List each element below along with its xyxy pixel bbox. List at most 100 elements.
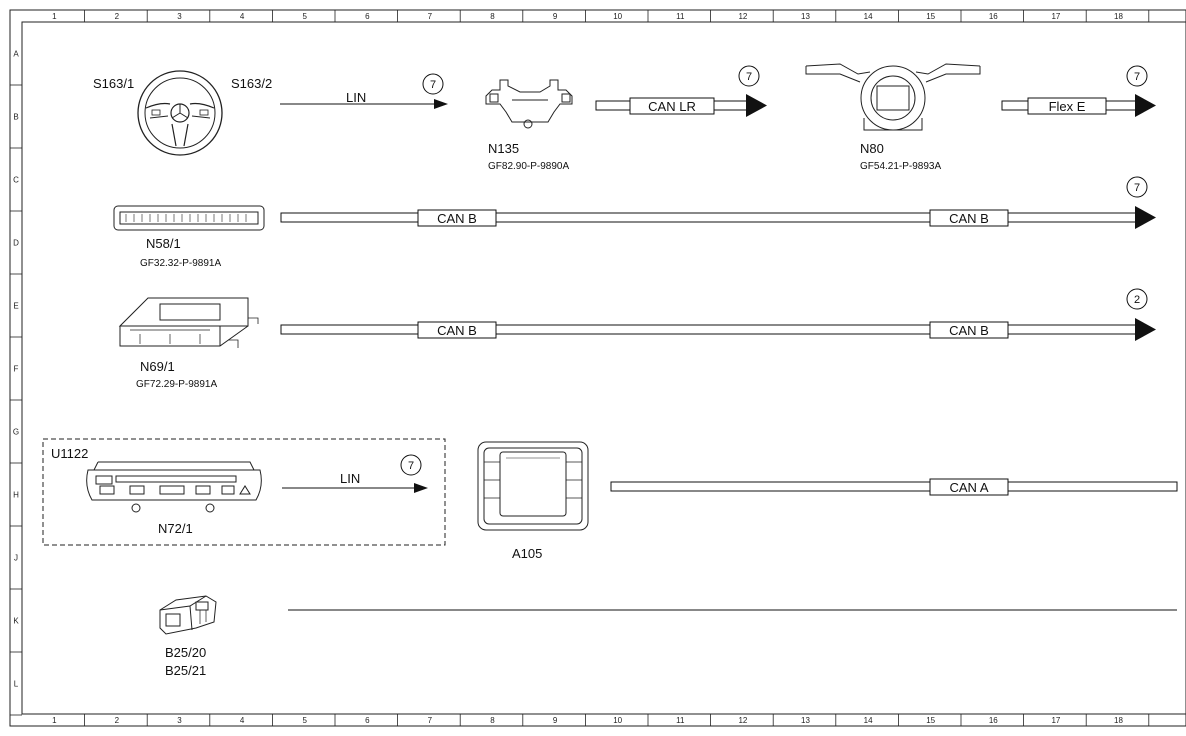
lin-arrowhead-top [434, 99, 448, 109]
s163-2-label: S163/2 [231, 76, 272, 91]
can-b-label-1a: CAN B [437, 211, 477, 226]
can-b-label-2b: CAN B [949, 323, 989, 338]
can-b-bus-line-1 [280, 212, 1140, 223]
grid-row-label: F [14, 365, 19, 374]
can-a-label-box [929, 478, 1009, 496]
can-b-bus-line-2 [280, 324, 1140, 335]
grid-row-label: A [13, 50, 19, 59]
grid-column-label: 4 [240, 716, 245, 725]
ref-circle-lin-bottom [400, 454, 422, 476]
lin-label-bottom: LIN [340, 471, 360, 486]
grid-row-label: B [13, 113, 18, 122]
ref-circle-lin-top [422, 73, 444, 95]
grid-column-label: 13 [801, 716, 810, 725]
grid-column-label: 11 [676, 716, 685, 725]
n72-1-control-panel-icon [86, 461, 262, 513]
b25-sensor-icon [159, 595, 217, 635]
n58-1-label: N58/1 [146, 236, 181, 251]
ref-circle-can-b-2 [1126, 288, 1148, 310]
u1122-label: U1122 [51, 446, 88, 461]
grid-column-label: 2 [115, 12, 120, 21]
ref-number-can-b-2: 2 [1134, 294, 1140, 306]
grid-column-label: 12 [738, 12, 747, 21]
grid-row-label: G [13, 428, 19, 437]
grid-column-label: 17 [1051, 716, 1060, 725]
n69-1-module-icon [118, 297, 259, 348]
n135-code: GF82.90-P-9890A [488, 161, 569, 172]
grid-column-label: 17 [1051, 12, 1060, 21]
can-b-label-box-1a [417, 209, 497, 227]
n69-1-code: GF72.29-P-9891A [136, 379, 217, 390]
grid-column-label: 8 [490, 716, 495, 725]
grid-column-label: 7 [428, 12, 433, 21]
grid-column-label: 2 [115, 716, 120, 725]
grid-column-label: 7 [428, 716, 433, 725]
can-b-label-box-1b [929, 209, 1009, 227]
can-b-label-box-2b [929, 321, 1009, 339]
n58-1-code: GF32.32-P-9891A [140, 258, 221, 269]
inner-frame [21, 21, 1186, 715]
n72-1-label: N72/1 [158, 521, 193, 536]
grid-column-label: 15 [926, 12, 935, 21]
flex-e-arrowhead [1135, 94, 1156, 117]
grid-column-label: 6 [365, 716, 370, 725]
can-lr-arrowhead [746, 94, 767, 117]
ref-circle-flex-e [1126, 65, 1148, 87]
ref-number-can-b-1: 7 [1134, 182, 1140, 194]
flex-e-label: Flex E [1049, 99, 1086, 114]
grid-column-label: 6 [365, 12, 370, 21]
grid-column-label: 13 [801, 12, 810, 21]
grid-column-label: 1 [52, 716, 57, 725]
ref-number-lin-top: 7 [430, 79, 436, 91]
ref-circle-can-lr [738, 65, 760, 87]
can-b-label-box-2a [417, 321, 497, 339]
grid-column-label: 3 [177, 12, 182, 21]
grid-row-label: E [13, 302, 18, 311]
grid-column-label: 16 [989, 12, 998, 21]
n135-label: N135 [488, 141, 519, 156]
a105-module-icon [477, 441, 589, 531]
can-b-label-1b: CAN B [949, 211, 989, 226]
grid-row-label: H [13, 491, 19, 500]
grid-row-label: L [14, 680, 19, 689]
grid-column-label: 10 [613, 12, 622, 21]
can-lr-label-box [629, 97, 715, 115]
grid-left-ruler: A B C D E F G H J K L [10, 50, 22, 716]
grid-column-label: 4 [240, 12, 245, 21]
n80-label: N80 [860, 141, 884, 156]
n58-1-module-icon [113, 205, 265, 231]
grid-column-label: 8 [490, 12, 495, 21]
grid-column-label: 1 [52, 12, 57, 21]
outer-frame [9, 9, 1186, 727]
b25-21-label: B25/21 [165, 663, 206, 678]
lin-arrowhead-bottom [414, 483, 428, 493]
ref-number-can-lr: 7 [746, 71, 752, 83]
ref-number-lin-bottom: 7 [408, 460, 414, 472]
can-lr-label: CAN LR [648, 99, 696, 114]
lin-label-top: LIN [346, 90, 366, 105]
grid-column-label: 18 [1114, 716, 1123, 725]
grid-column-label: 18 [1114, 12, 1123, 21]
grid-row-label: C [13, 176, 19, 185]
grid-column-label: 14 [864, 12, 873, 21]
grid-row-label: J [14, 554, 18, 563]
grid-column-label: 15 [926, 716, 935, 725]
can-b-label-2a: CAN B [437, 323, 477, 338]
n69-1-label: N69/1 [140, 359, 175, 374]
can-b-arrowhead-2 [1135, 318, 1156, 341]
can-b-arrowhead-1 [1135, 206, 1156, 229]
grid-row-label: D [13, 239, 19, 248]
grid-row-label: K [13, 617, 19, 626]
grid-column-label: 14 [864, 716, 873, 725]
grid-column-label: 11 [676, 12, 685, 21]
grid-column-label: 3 [177, 716, 182, 725]
grid-column-label: 5 [302, 716, 307, 725]
grid-column-label: 9 [553, 12, 558, 21]
u1122-group-boundary [42, 438, 446, 546]
b25-20-label: B25/20 [165, 645, 206, 660]
grid-column-label: 5 [302, 12, 307, 21]
grid-column-label: 9 [553, 716, 558, 725]
